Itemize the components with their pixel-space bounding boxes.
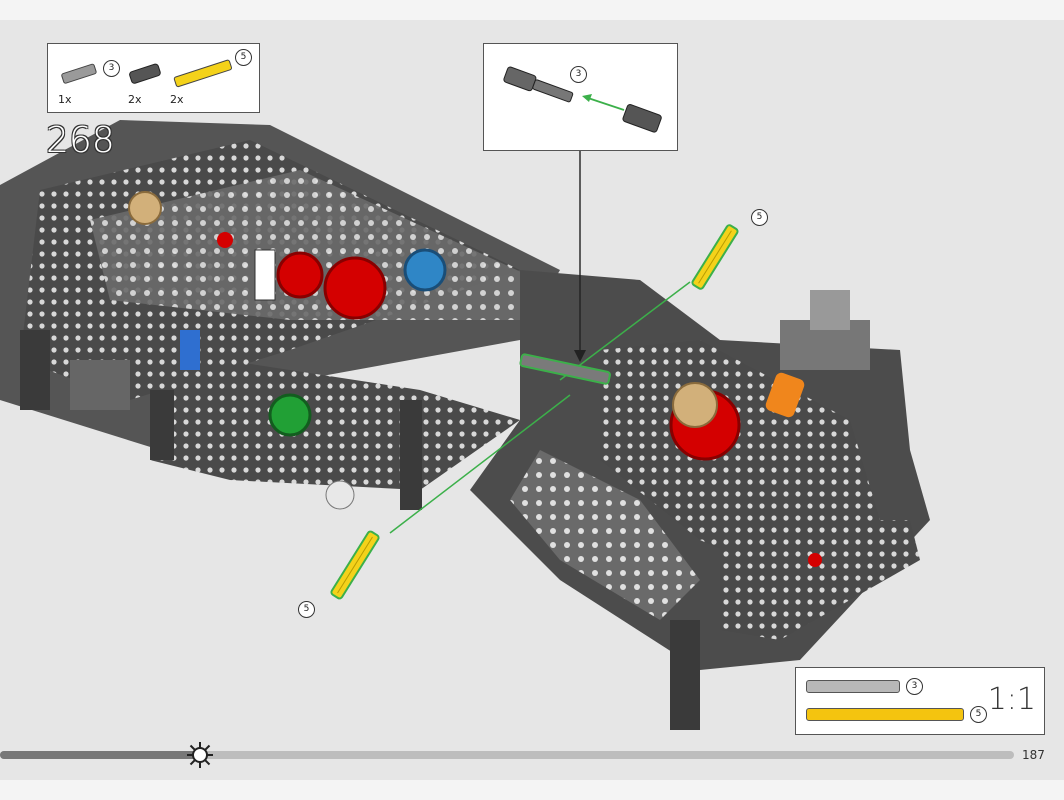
sub-assembly-art: [503, 66, 662, 133]
yellow-axle-bottom: [330, 530, 380, 600]
sub-axle-icon: [503, 66, 574, 103]
scale-rod-size-badge: 5: [970, 706, 987, 723]
model-illustration: [0, 120, 930, 730]
target-axle-highlight: [519, 353, 611, 385]
yellow-axle-top: [691, 224, 739, 290]
part-quantity: 2x: [170, 93, 184, 106]
chassis-left: [0, 120, 560, 510]
axle-callout-bottom: 5: [298, 601, 315, 618]
assembly-line-top-axle: [559, 281, 691, 381]
gears: [128, 191, 822, 567]
page-number: 187: [1022, 748, 1045, 762]
part-size-badge: 5: [235, 49, 252, 66]
scale-rod-5: [806, 708, 964, 721]
assembly-line-bottom-axle: [389, 394, 571, 534]
scale-rod-size-badge: 3: [906, 678, 923, 695]
progress-fill: [0, 751, 200, 759]
scale-rod-3: [806, 680, 900, 693]
parts-list-box: 3 5 1x 2x 2x: [47, 43, 260, 113]
sub-part-size-badge: 3: [570, 66, 587, 83]
sub-insert-arrow-line: [587, 97, 625, 111]
scale-label: 1:1: [987, 682, 1036, 717]
assembly-line-sub-arrowhead: [574, 350, 586, 362]
page-progress-slider[interactable]: [0, 742, 1014, 768]
sub-connector-icon: [622, 104, 662, 133]
part-axle-3-icon: [61, 63, 97, 84]
part-quantity: 1x: [58, 93, 72, 106]
instruction-page: 3 5 1x 2x 2x 268 3 5 5 3 5 1:1: [0, 20, 1064, 780]
progress-handle-icon[interactable]: [186, 741, 214, 769]
chassis-right: [470, 270, 930, 730]
step-number: 268: [46, 120, 115, 161]
axle-callout-top: 5: [751, 209, 768, 226]
sub-insert-arrow-icon: [582, 94, 592, 102]
scale-reference-box: 3 5 1:1: [795, 667, 1045, 735]
part-quantity: 2x: [128, 93, 142, 106]
part-axle-5-icon: [173, 59, 233, 88]
part-pin-connector-icon: [129, 63, 161, 84]
parts-list-art: [61, 59, 233, 88]
part-size-badge: 3: [103, 60, 120, 77]
sub-assembly-box: 3: [483, 43, 678, 151]
